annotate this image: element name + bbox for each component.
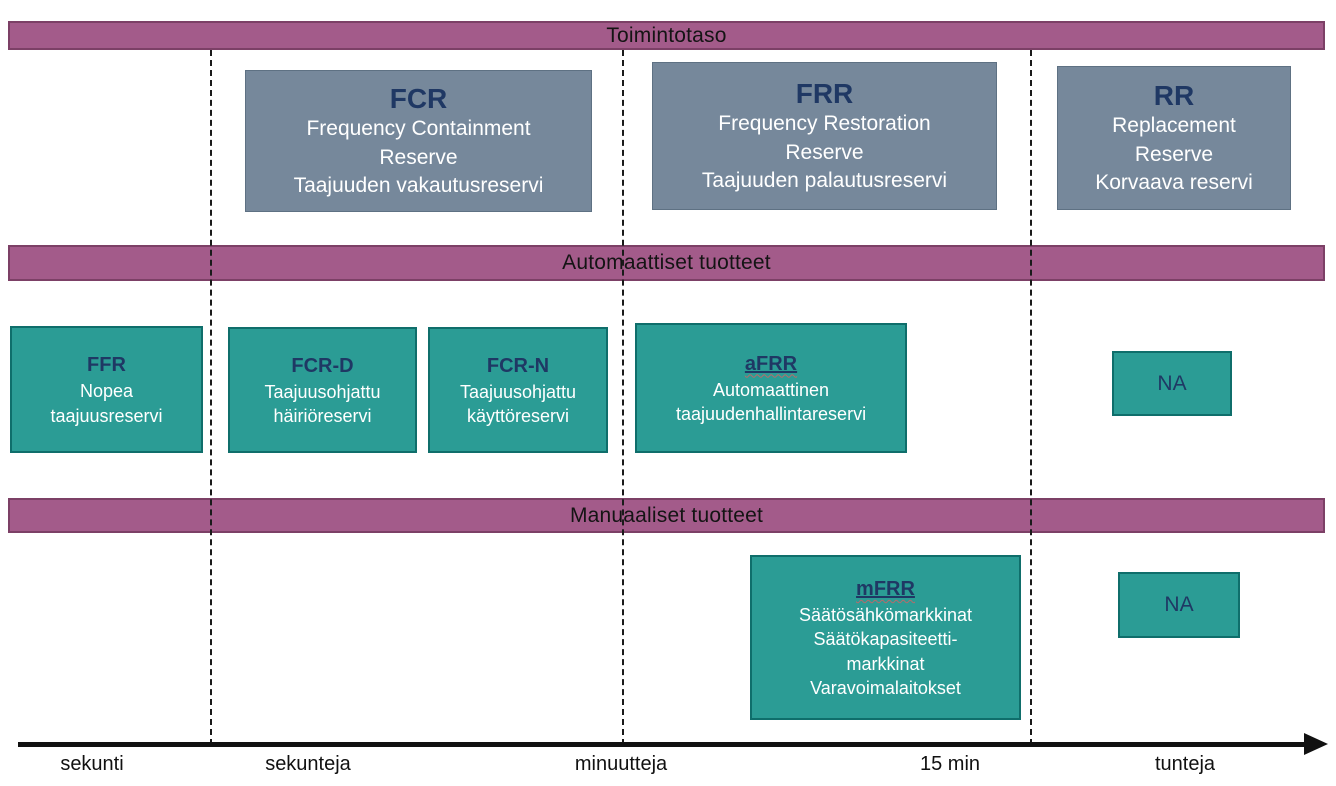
band-manuaaliset-tuotteet: Manuaaliset tuotteet	[8, 498, 1325, 533]
time-axis-line	[18, 742, 1310, 747]
box-line: Reserve	[785, 140, 864, 164]
mfrr-box: mFRR Säätösähkömarkkinat Säätökapasiteet…	[750, 555, 1021, 720]
band-automaattiset-tuotteet: Automaattiset tuotteet	[8, 245, 1325, 281]
box-line: Varavoimalaitokset	[810, 677, 961, 698]
band-label: Manuaaliset tuotteet	[569, 503, 764, 527]
na-label: NA	[1157, 371, 1187, 395]
dashed-divider-15min	[1030, 50, 1032, 745]
axis-label-sekunteja: sekunteja	[265, 753, 351, 775]
box-title: FCR	[389, 82, 448, 114]
box-line: Korvaava reservi	[1095, 170, 1253, 194]
band-label: Toimintotaso	[606, 23, 727, 47]
fcr-box: FCR Frequency Containment Reserve Taajuu…	[245, 70, 592, 212]
box-line: Taajuusohjattu	[264, 381, 381, 402]
box-title: aFRR	[745, 350, 797, 378]
box-line: Säätösähkömarkkinat	[798, 604, 973, 625]
dashed-divider-minutes	[622, 50, 624, 745]
box-line: Taajuuden palautusreservi	[701, 168, 948, 192]
box-line: taajuudenhallintareservi	[675, 404, 867, 424]
box-line: häiriöreservi	[273, 406, 372, 426]
box-title: FCR-D	[291, 354, 354, 377]
axis-label-minuutteja: minuutteja	[574, 753, 668, 775]
afrr-box: aFRR Automaattinen taajuudenhallintarese…	[635, 323, 907, 453]
box-line: Säätökapasiteetti-	[813, 629, 958, 650]
axis-label-15min: 15 min	[919, 753, 981, 775]
box-line: Taajuusohjattu	[459, 381, 577, 402]
na-box-manual: NA	[1118, 572, 1240, 638]
box-line: käyttöreservi	[466, 406, 570, 426]
axis-label-tunteja: tunteja	[1154, 753, 1216, 775]
box-title: RR	[1153, 79, 1195, 111]
box-title: FRR	[795, 77, 854, 109]
box-title: mFRR	[856, 575, 915, 603]
fcr-d-box: FCR-D Taajuusohjattu häiriöreservi	[228, 327, 417, 453]
box-line: taajuusreservi	[50, 405, 163, 426]
fcr-n-box: FCR-N Taajuusohjattu käyttöreservi	[428, 327, 608, 453]
box-line: Automaattinen	[712, 379, 830, 400]
box-title-text: aFRR	[744, 352, 798, 375]
box-title: FFR	[87, 354, 126, 377]
box-line: Frequency Containment	[306, 117, 531, 141]
box-line: Replacement	[1112, 114, 1236, 138]
box-line: Taajuuden vakautusreservi	[293, 173, 544, 197]
box-line: Reserve	[1134, 142, 1214, 166]
axis-label-sekunti: sekunti	[60, 753, 124, 775]
band-label: Automaattiset tuotteet	[562, 251, 771, 274]
box-line: Nopea	[79, 381, 134, 402]
dashed-divider-seconds	[210, 50, 212, 745]
band-toimintotaso: Toimintotaso	[8, 21, 1325, 50]
arrow-right-icon	[1304, 733, 1328, 755]
box-line: Frequency Restoration	[718, 112, 931, 136]
box-title: FCR-N	[486, 354, 550, 377]
box-line: markkinat	[846, 653, 925, 674]
ffr-box: FFR Nopea taajuusreservi	[10, 326, 203, 453]
box-title-text: mFRR	[856, 577, 915, 600]
na-label: NA	[1164, 593, 1194, 616]
rr-box: RR Replacement Reserve Korvaava reservi	[1057, 66, 1291, 210]
frr-box: FRR Frequency Restoration Reserve Taajuu…	[652, 62, 997, 210]
box-line: Reserve	[379, 145, 458, 169]
na-box-automatic: NA	[1112, 351, 1232, 416]
